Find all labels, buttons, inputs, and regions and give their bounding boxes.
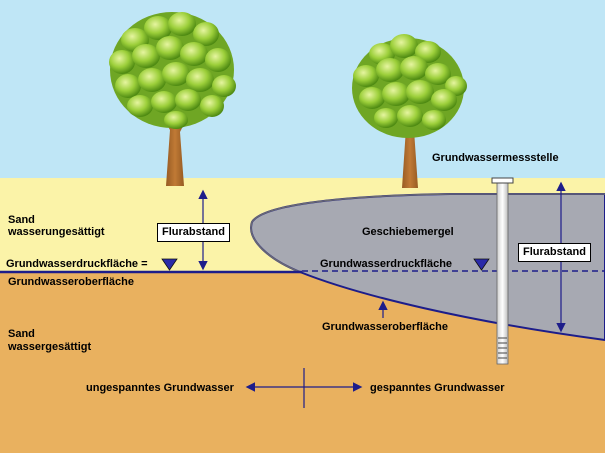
- water-level-triangle-icon-right: [473, 258, 490, 271]
- water-level-triangle-icon-left: [161, 258, 178, 271]
- till-label: Geschiebemergel: [362, 226, 454, 238]
- pressure-surface-right-label: Grundwasserdruckfläche: [320, 258, 453, 270]
- gw-surface-right-label: Grundwasseroberfläche: [322, 321, 448, 333]
- well-label: Grundwassermessstelle: [432, 152, 559, 164]
- flurabstand-right-box: Flurabstand: [518, 243, 591, 262]
- sand-unsaturated-label-2: wasserungesättigt: [8, 226, 105, 238]
- confined-groundwater-label: gespanntes Grundwasser: [370, 382, 505, 394]
- sand-unsaturated-label-1: Sand: [8, 214, 35, 226]
- sand-saturated-label-1: Sand: [8, 328, 35, 340]
- gw-surface-left-label: Grundwasseroberfläche: [8, 276, 134, 288]
- well-pipe-icon: [491, 177, 514, 365]
- tree-icon-right: [352, 34, 467, 188]
- pressure-surface-left-label: Grundwasserdruckfläche =: [6, 258, 148, 270]
- unconfined-groundwater-label: ungespanntes Grundwasser: [86, 382, 234, 394]
- tree-icon-left: [109, 12, 236, 186]
- sand-saturated-label-2: wassergesättigt: [8, 341, 92, 353]
- flurabstand-left-box: Flurabstand: [157, 223, 230, 242]
- till-upper-boundary: [250, 193, 605, 273]
- sky: [0, 0, 605, 185]
